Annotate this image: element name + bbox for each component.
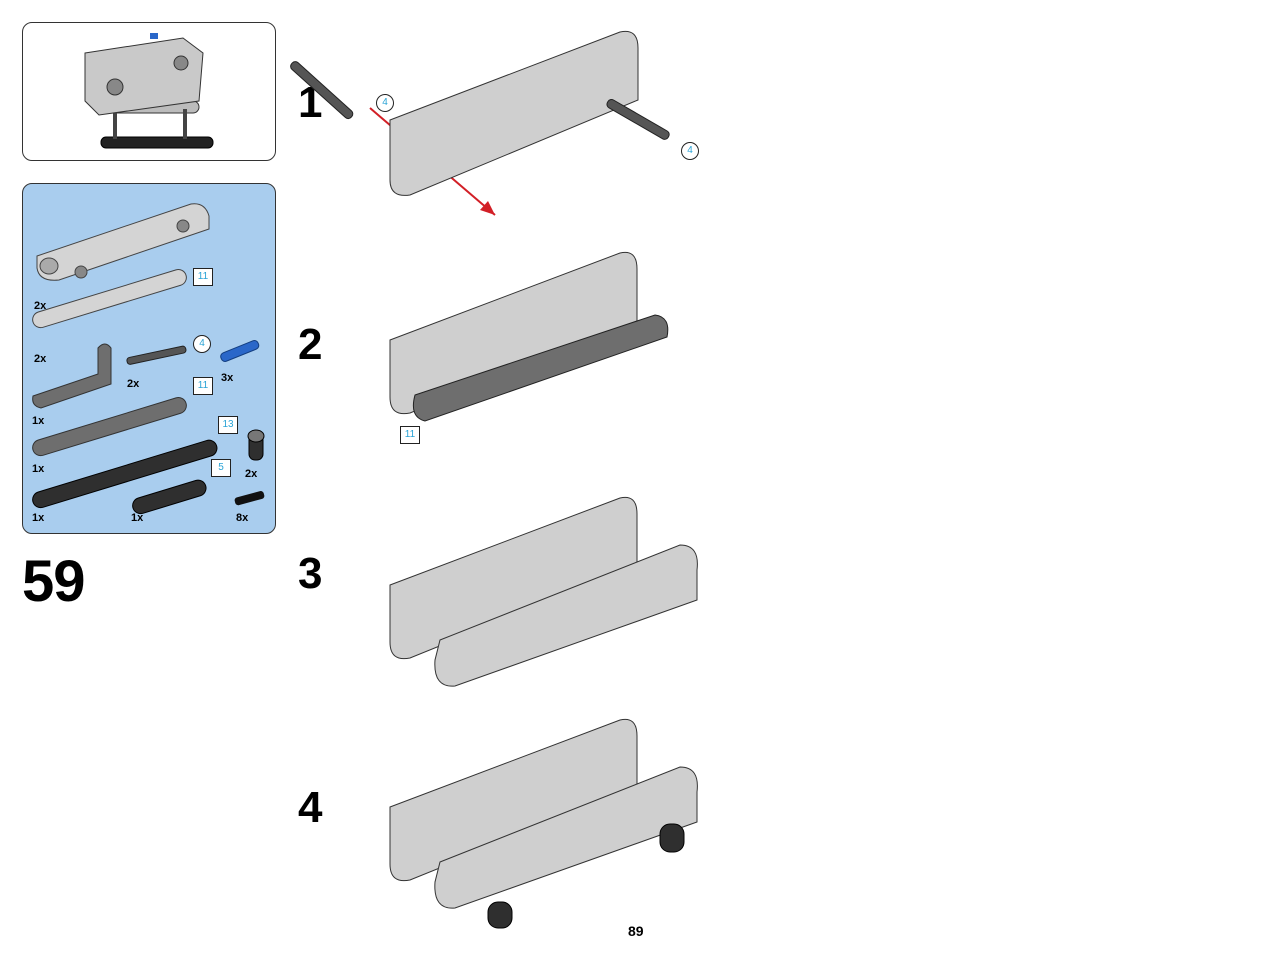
step-number: 3 [298,549,323,598]
part-qty: 3x [221,372,234,384]
step-4-image [389,718,698,929]
part-qty: 2x [34,300,47,312]
parts-list-image [32,203,265,515]
part-qty: 1x [32,463,45,475]
size-badge: 4 [681,142,699,160]
page-number: 89 [628,923,644,939]
size-badge: 13 [218,416,238,434]
part-qty: 8x [236,512,249,524]
step-3-image [389,496,698,687]
preview-box [22,22,276,161]
part-qty: 1x [131,512,144,524]
step-group-number: 59 [22,549,86,614]
preview-model-image [84,33,214,149]
part-qty: 2x [127,378,140,390]
part-qty: 2x [34,353,47,365]
step-1-image [290,30,670,216]
size-badge: 11 [193,377,213,395]
size-badge: 4 [193,335,211,353]
size-badge: 11 [193,268,213,286]
step-number: 2 [298,320,323,369]
size-badge: 5 [211,459,231,477]
size-badge: 4 [376,94,394,112]
part-qty: 2x [245,468,258,480]
step-2-image [389,251,669,422]
size-badge: 11 [400,426,420,444]
part-qty: 1x [32,512,45,524]
part-qty: 1x [32,415,45,427]
step-number: 4 [298,783,323,832]
parts-list-box: 2x 11 2x 4 2x 3x 11 1x 13 1x 2x 5 1x 1x … [22,183,276,534]
